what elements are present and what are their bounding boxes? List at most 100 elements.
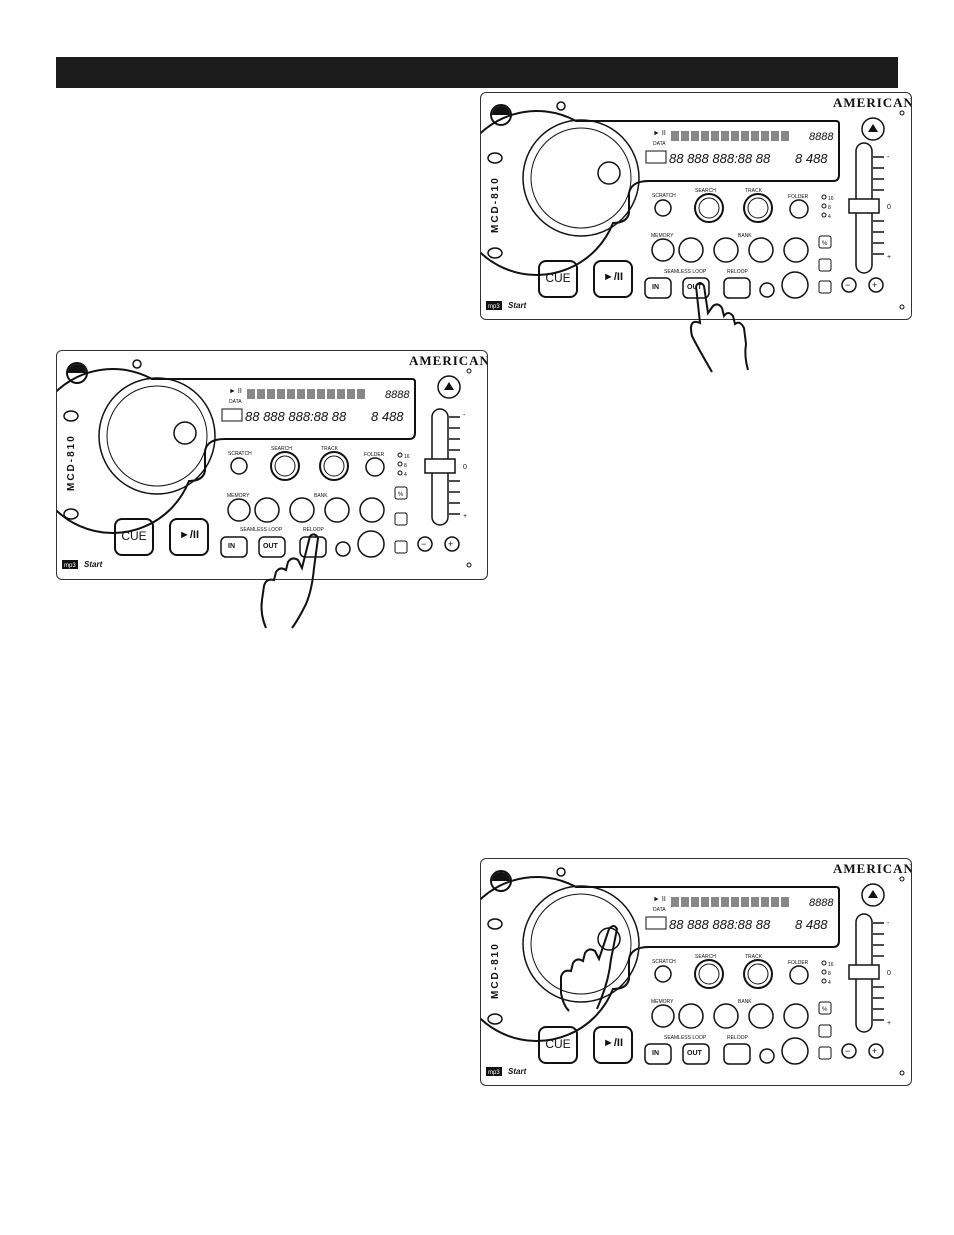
svg-text:SCRATCH: SCRATCH: [652, 193, 676, 199]
device-illustration: ► II DATA 8888 88 888 888:88 88 8 488 SC…: [481, 867, 905, 1076]
model-label: MCD-810: [490, 942, 501, 999]
svg-text:−: −: [421, 539, 426, 549]
svg-text:4: 4: [828, 980, 831, 986]
svg-text:SEARCH: SEARCH: [695, 188, 716, 194]
brand-logo-text: AMERICAN: [833, 95, 912, 110]
svg-text:SEAMLESS LOOP: SEAMLESS LOOP: [240, 527, 283, 533]
svg-text:DATA: DATA: [653, 141, 666, 147]
svg-text:%: %: [822, 241, 828, 247]
svg-text:SEAMLESS LOOP: SEAMLESS LOOP: [664, 1035, 707, 1041]
qstart-logo: Start: [508, 1067, 527, 1076]
svg-text:+: +: [887, 1020, 891, 1027]
svg-text:RELOOP: RELOOP: [303, 527, 325, 533]
brand-logo-text: AMERICAN: [409, 353, 488, 368]
svg-text:0: 0: [887, 204, 891, 211]
cue-button-label: CUE: [121, 529, 147, 543]
model-label: MCD-810: [66, 434, 77, 491]
svg-text:mp3: mp3: [488, 1070, 500, 1076]
device-illustration: ► II DATA 8888 88 888 888:88 88 8 488 SC…: [57, 359, 472, 569]
svg-text:8: 8: [828, 971, 831, 977]
out-label: OUT: [687, 1050, 702, 1057]
svg-text:+: +: [463, 513, 467, 520]
svg-text:FOLDER: FOLDER: [788, 960, 809, 966]
qstart-logo: Start: [84, 560, 103, 569]
svg-text:BANK: BANK: [738, 233, 752, 239]
svg-text:FOLDER: FOLDER: [788, 194, 809, 200]
svg-text:+: +: [448, 539, 453, 549]
cue-button-label: CUE: [545, 1037, 571, 1051]
svg-text:TRACK: TRACK: [745, 188, 763, 194]
hand-pointer-platter: [596, 925, 619, 1010]
svg-text:−: −: [845, 1046, 850, 1056]
model-label: MCD-810: [490, 176, 501, 233]
svg-text:8 488: 8 488: [795, 917, 828, 932]
hand-pointer-out: [690, 282, 749, 373]
svg-text:SEARCH: SEARCH: [271, 446, 292, 452]
device-panel-top: ► II DATA 8888 88 888 888:88 88 8 488 SC…: [480, 92, 912, 320]
svg-text:DATA: DATA: [653, 907, 666, 913]
svg-text:0: 0: [463, 464, 467, 471]
out-label: OUT: [687, 284, 702, 291]
svg-text:► II: ► II: [653, 130, 666, 137]
out-label: OUT: [263, 543, 278, 550]
svg-text:88 888 888:88 88: 88 888 888:88 88: [669, 151, 771, 166]
svg-text:8: 8: [828, 205, 831, 211]
svg-text:8888: 8888: [809, 897, 834, 909]
svg-text:8 488: 8 488: [371, 409, 404, 424]
svg-text:BANK: BANK: [314, 493, 328, 499]
svg-text:4: 4: [828, 214, 831, 220]
svg-text:SEAMLESS LOOP: SEAMLESS LOOP: [664, 269, 707, 275]
svg-text:mp3: mp3: [488, 304, 500, 310]
svg-text:0: 0: [887, 970, 891, 977]
svg-text:MEMORY: MEMORY: [651, 233, 674, 239]
svg-text:%: %: [398, 492, 404, 498]
svg-text:+: +: [872, 280, 877, 290]
cue-button-label: CUE: [545, 271, 571, 285]
svg-text:TRACK: TRACK: [321, 446, 339, 452]
section-header-bar: [56, 57, 898, 88]
svg-text:16: 16: [828, 196, 834, 202]
svg-text:88 888 888:88 88: 88 888 888:88 88: [245, 409, 347, 424]
device-panel-middle: ► II DATA 8888 88 888 888:88 88 8 488 SC…: [56, 350, 488, 580]
svg-text:8888: 8888: [385, 389, 410, 401]
svg-text:8 488: 8 488: [795, 151, 828, 166]
svg-text:BANK: BANK: [738, 999, 752, 1005]
svg-text:FOLDER: FOLDER: [364, 452, 385, 458]
svg-text:−: −: [845, 280, 850, 290]
svg-text:8: 8: [404, 463, 407, 469]
svg-text:-: -: [887, 154, 890, 161]
svg-text:SEARCH: SEARCH: [695, 954, 716, 960]
play-pause-label: ►/II: [178, 529, 200, 541]
hand-pointer-reloop: [260, 533, 320, 629]
brand-logo-text: AMERICAN: [833, 861, 912, 876]
play-pause-label: ►/II: [602, 271, 624, 283]
svg-text:► II: ► II: [653, 896, 666, 903]
svg-text:mp3: mp3: [64, 563, 76, 569]
in-label: IN: [652, 284, 659, 291]
in-label: IN: [652, 1050, 659, 1057]
svg-text:88 888 888:88 88: 88 888 888:88 88: [669, 917, 771, 932]
qstart-logo: Start: [508, 301, 527, 310]
svg-text:+: +: [872, 1046, 877, 1056]
svg-text:► II: ► II: [229, 388, 242, 395]
svg-text:MEMORY: MEMORY: [651, 999, 674, 1005]
svg-text:-: -: [463, 412, 466, 419]
svg-text:SCRATCH: SCRATCH: [228, 451, 252, 457]
svg-text:4: 4: [404, 472, 407, 478]
device-panel-bottom: ► II DATA 8888 88 888 888:88 88 8 488 SC…: [480, 858, 912, 1086]
svg-text:16: 16: [404, 454, 410, 460]
svg-text:RELOOP: RELOOP: [727, 269, 749, 275]
device-illustration: ► II DATA 8888 88 888 888:88 88 8 488 SC…: [481, 101, 905, 310]
svg-text:TRACK: TRACK: [745, 954, 763, 960]
svg-text:DATA: DATA: [229, 399, 242, 405]
svg-text:+: +: [887, 254, 891, 261]
play-pause-label: ►/II: [602, 1037, 624, 1049]
svg-text:RELOOP: RELOOP: [727, 1035, 749, 1041]
svg-text:%: %: [822, 1007, 828, 1013]
svg-text:8888: 8888: [809, 131, 834, 143]
in-label: IN: [228, 543, 235, 550]
svg-text:MEMORY: MEMORY: [227, 493, 250, 499]
svg-text:-: -: [887, 920, 890, 927]
svg-text:SCRATCH: SCRATCH: [652, 959, 676, 965]
svg-text:16: 16: [828, 962, 834, 968]
